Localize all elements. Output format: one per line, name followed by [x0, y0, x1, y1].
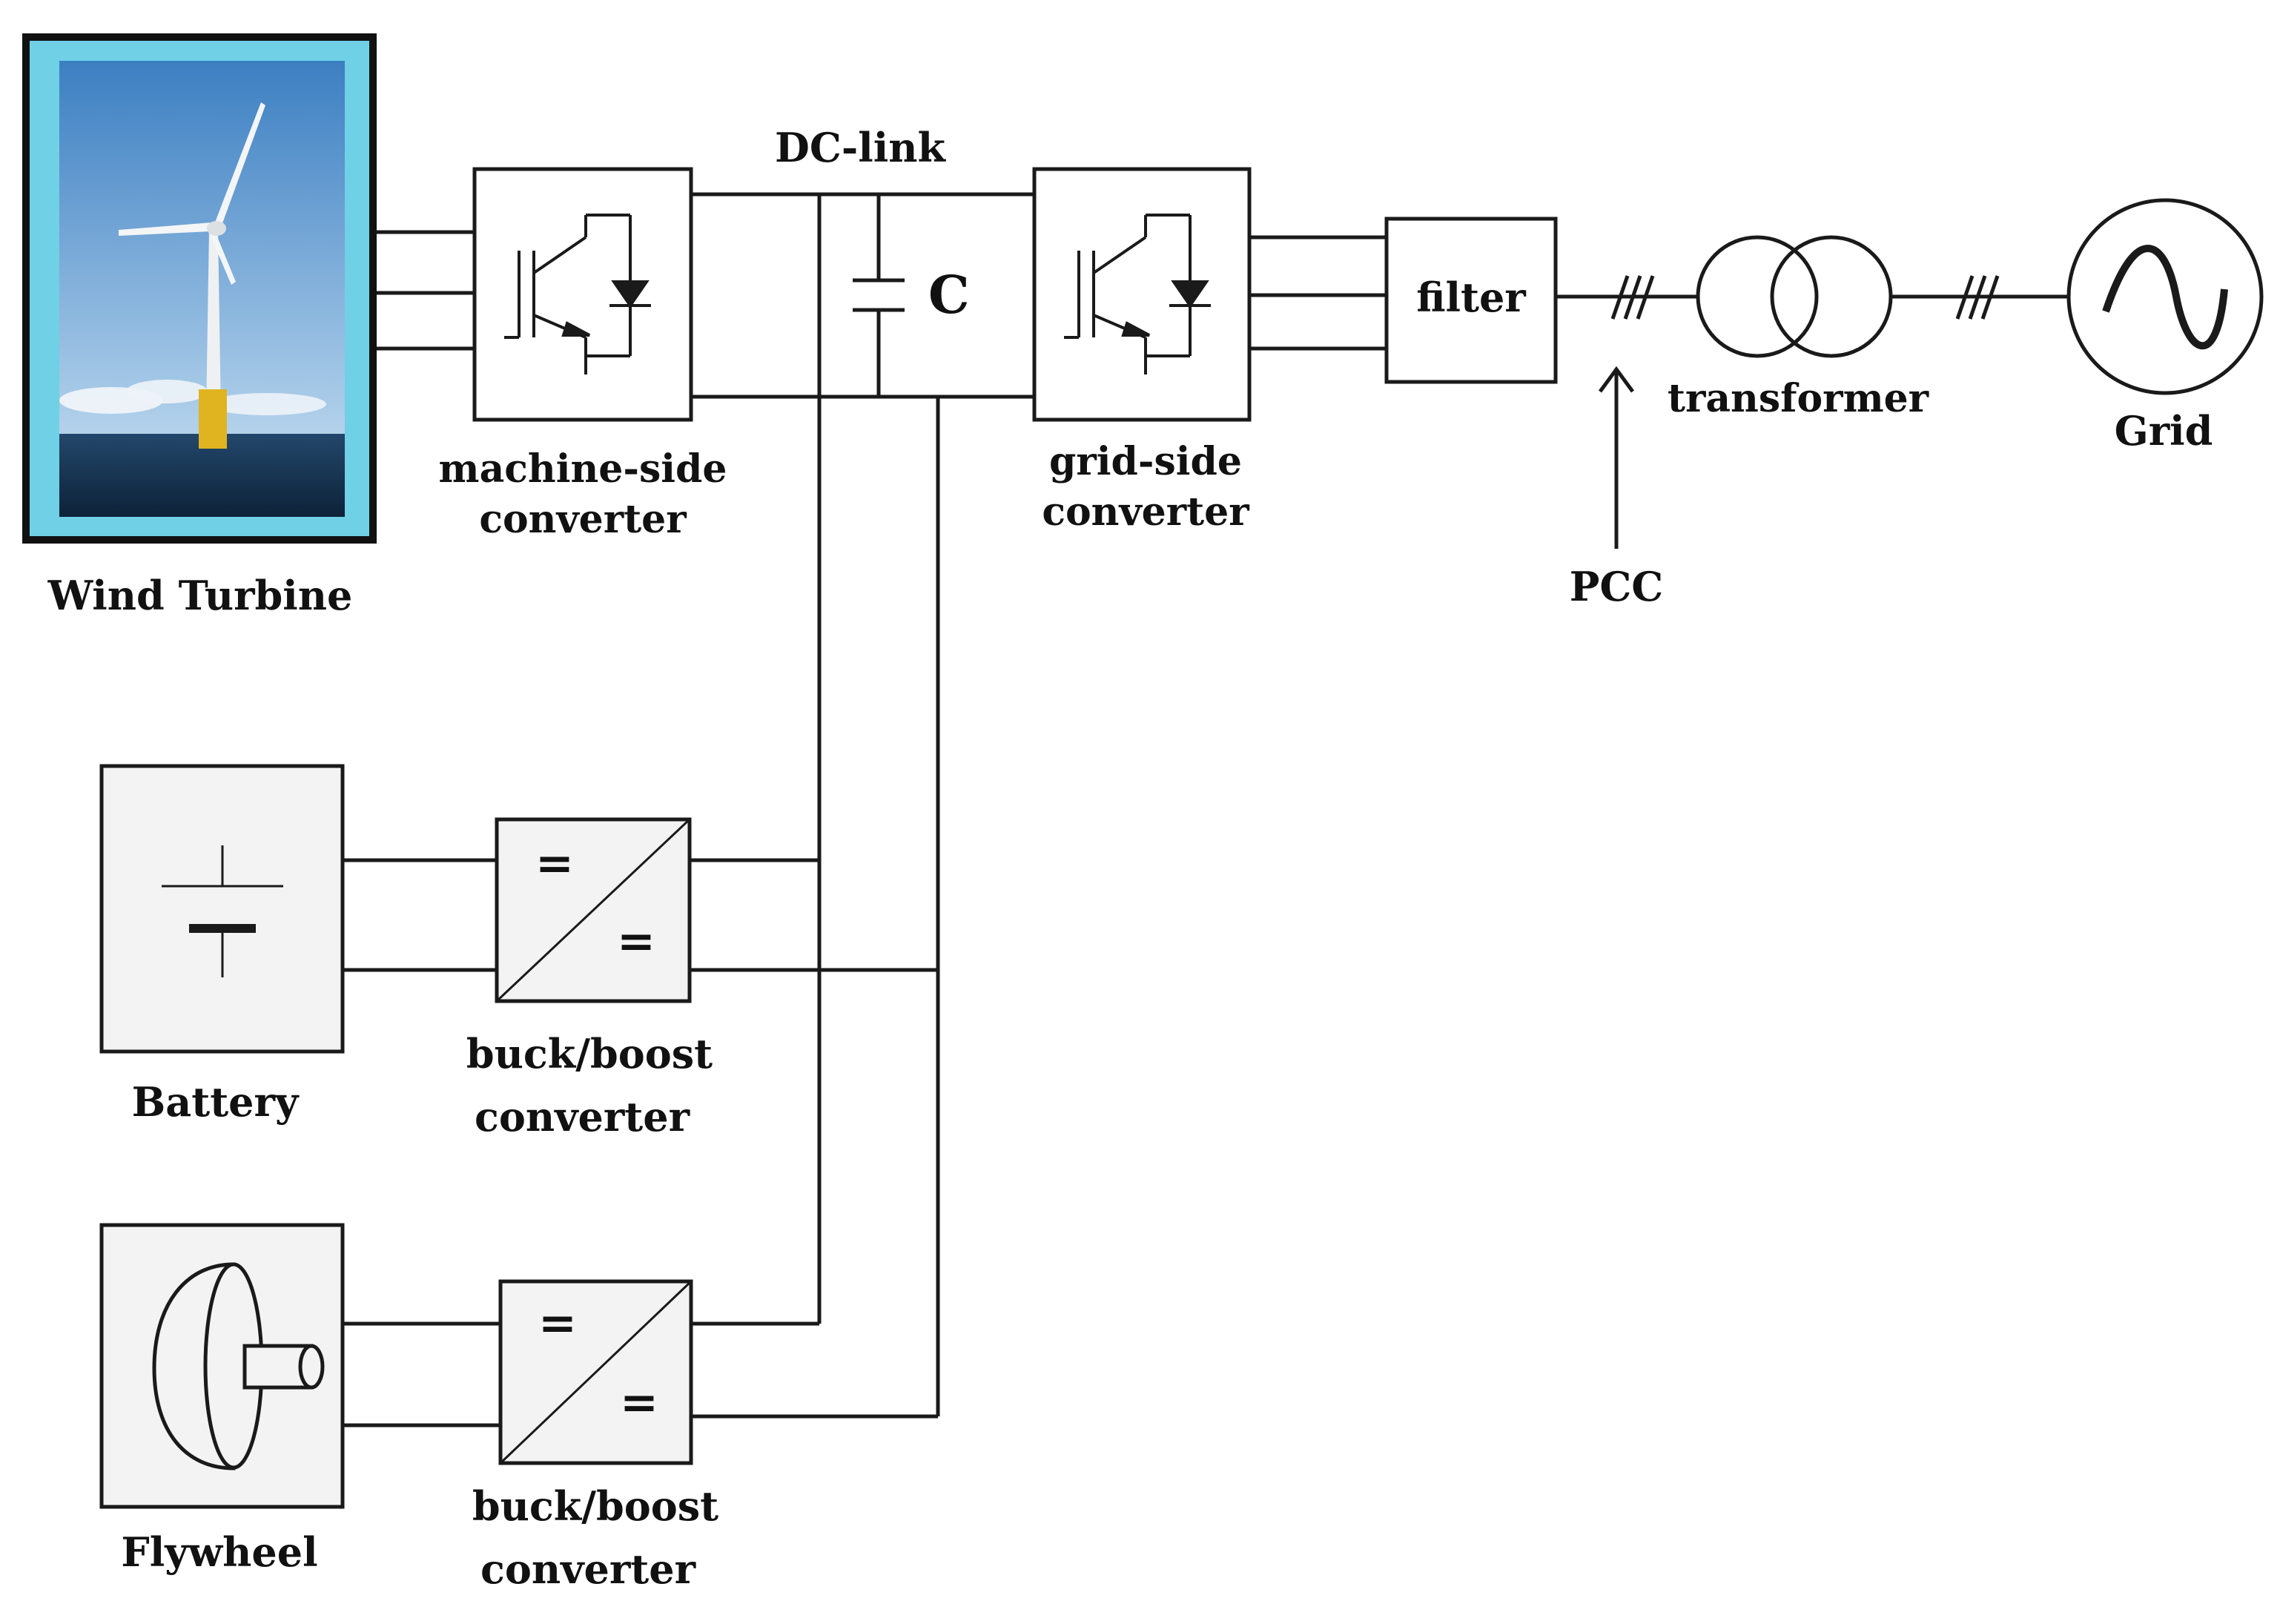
bb2-input-eq: =: [538, 1295, 577, 1350]
grid-side-converter: [1032, 167, 1252, 422]
turbine-foundation: [199, 389, 227, 449]
transformer-to-grid-line: [1891, 275, 2069, 320]
turbine-to-msc-lines: [377, 230, 475, 351]
buck-boost-converter-1: [495, 817, 692, 1003]
filter-box: [1384, 217, 1558, 384]
battery-label: Battery: [132, 1078, 300, 1126]
transformer-label: transformer: [1668, 376, 1929, 421]
igbt-diode-symbol-gsc: [1064, 214, 1211, 374]
pcc-label: PCC: [1570, 563, 1664, 610]
bb2-label-2: converter: [480, 1545, 696, 1593]
gsc-label-1: grid-side: [1049, 439, 1242, 484]
igbt-diode-symbol-msc: [504, 214, 651, 374]
flywheel-icon: [152, 1262, 325, 1470]
pcc-arrow: [1598, 366, 1635, 549]
dc-link-bus: [691, 192, 1034, 1416]
battery-icon: [162, 845, 283, 977]
filter-label: filter: [1416, 274, 1526, 321]
wind-turbine-image: [22, 33, 377, 544]
flywheel-lines: [343, 1321, 938, 1427]
flywheel-label: Flywheel: [121, 1528, 317, 1576]
transformer-symbol: [1696, 235, 1893, 358]
buck-boost-converter-2: [498, 1279, 693, 1465]
grid-label: Grid: [2115, 407, 2213, 455]
battery-lines: [343, 858, 938, 972]
wind-turbine-label: Wind Turbine: [47, 572, 353, 619]
bb1-output-eq: =: [617, 914, 655, 968]
msc-label-1: machine-side: [439, 446, 727, 492]
grid-source-icon: [2066, 198, 2264, 395]
capacitor-label: C: [928, 264, 970, 326]
gsc-to-filter-lines: [1249, 235, 1387, 351]
bb1-input-eq: =: [535, 836, 574, 890]
bb2-output-eq: =: [620, 1375, 658, 1429]
dc-link-label: DC-link: [775, 124, 947, 171]
machine-side-converter: [472, 167, 693, 422]
battery-block: [99, 764, 345, 1054]
bb1-label-1: buck/boost: [466, 1030, 713, 1077]
filter-to-transformer-line: [1556, 275, 1698, 320]
gsc-label-2: converter: [1042, 489, 1249, 535]
bb2-label-1: buck/boost: [472, 1482, 718, 1530]
flywheel-block: [99, 1223, 345, 1509]
bb1-label-2: converter: [475, 1093, 690, 1141]
msc-label-2: converter: [479, 497, 687, 542]
